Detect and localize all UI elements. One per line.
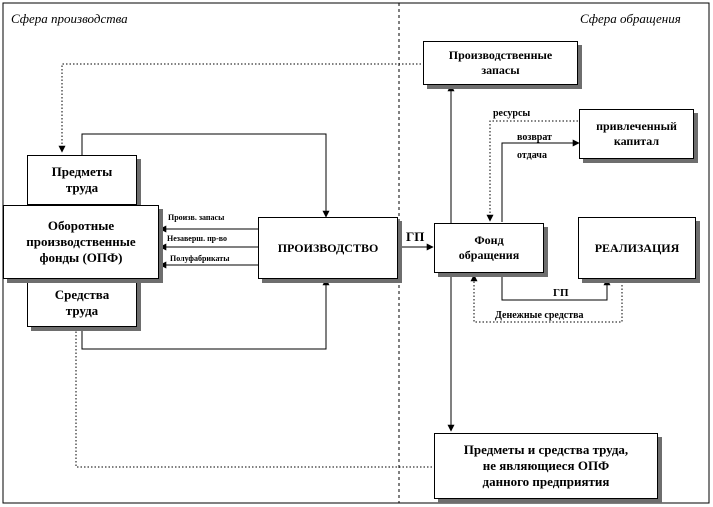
label-otdacha: отдача <box>517 150 547 161</box>
dotted-zapasy-to-predmety <box>58 63 421 153</box>
sfera-proizvodstva-title: Сфера производства <box>11 11 128 26</box>
label-denezhnye-sredstva: Денежные средства <box>495 310 584 321</box>
arrow-gp-realizatsiya <box>501 273 611 301</box>
box-proizvodstvo: ПРОИЗВОДСТВО <box>258 217 398 279</box>
dotted-denezhnye <box>470 274 623 323</box>
dotted-kapital-resursy <box>486 120 578 222</box>
box-realizatsiya: РЕАЛИЗАЦИЯ <box>578 217 696 279</box>
arrow-vozvrat-otdacha <box>501 139 580 222</box>
label-polufabrikaty: Полуфабрикаты <box>170 254 230 263</box>
box-predmety-sredstva-ne-opf: Предметы и средства труда,не являющиеся … <box>434 433 658 499</box>
label-vozvrat: возврат <box>517 132 552 143</box>
label-proizv-zapasy: Произв. запасы <box>168 213 225 222</box>
sfera-obrashcheniya-title: Сфера обращения <box>580 11 681 26</box>
dotted-sredstva-to-predmety-sredstva <box>75 328 433 468</box>
label-nezaversh: Незаверш. пр-во <box>167 234 228 243</box>
arrow-predmety-loop <box>81 133 330 218</box>
label-gp-main: ГП <box>406 229 425 244</box>
label-gp-realizatsiya: ГП <box>553 287 569 299</box>
label-resursy: ресурсы <box>493 108 531 119</box>
arrow-sredstva-loop <box>81 278 330 350</box>
